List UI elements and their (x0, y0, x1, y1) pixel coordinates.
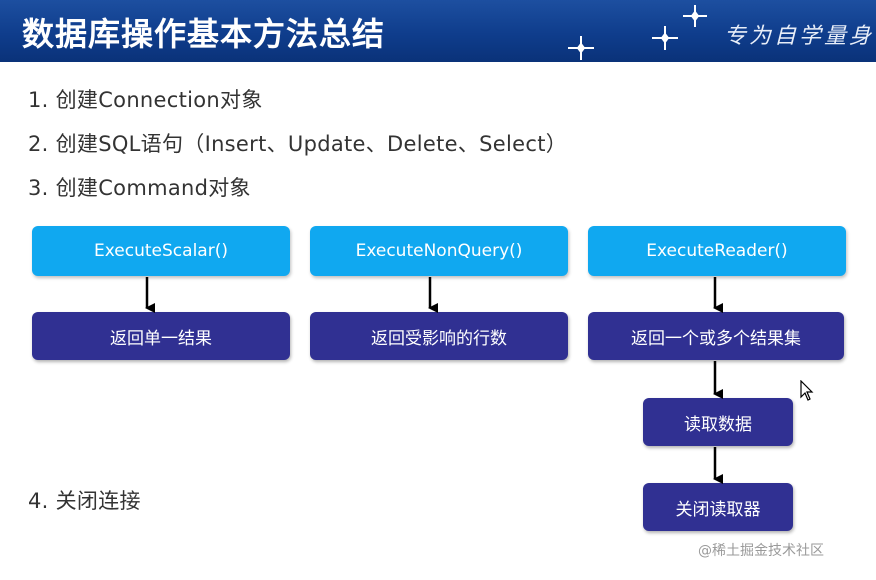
step-2: 2. 创建SQL语句（Insert、Update、Delete、Select） (28, 132, 568, 156)
page-title: 数据库操作基本方法总结 (22, 15, 386, 53)
nonquery-result-box: 返回受影响的行数 (310, 312, 568, 360)
execute-reader-box: ExecuteReader() (588, 226, 846, 276)
step-4: 4. 关闭连接 (28, 489, 141, 513)
header-banner: 数据库操作基本方法总结 专为自学量身 (0, 0, 876, 62)
step-1: 1. 创建Connection对象 (28, 88, 263, 112)
read-data-box: 读取数据 (643, 398, 793, 446)
execute-nonquery-box: ExecuteNonQuery() (310, 226, 568, 276)
reader-result-box: 返回一个或多个结果集 (588, 312, 844, 360)
execute-scalar-box: ExecuteScalar() (32, 226, 290, 276)
watermark: @稀土掘金技术社区 (698, 543, 824, 559)
mouse-cursor-icon (800, 380, 814, 401)
sparkle-stars-icon (568, 5, 707, 60)
close-reader-box: 关闭读取器 (643, 483, 793, 531)
brand-slogan: 专为自学量身 (724, 24, 875, 49)
step-3: 3. 创建Command对象 (28, 176, 251, 200)
scalar-result-box: 返回单一结果 (32, 312, 290, 360)
